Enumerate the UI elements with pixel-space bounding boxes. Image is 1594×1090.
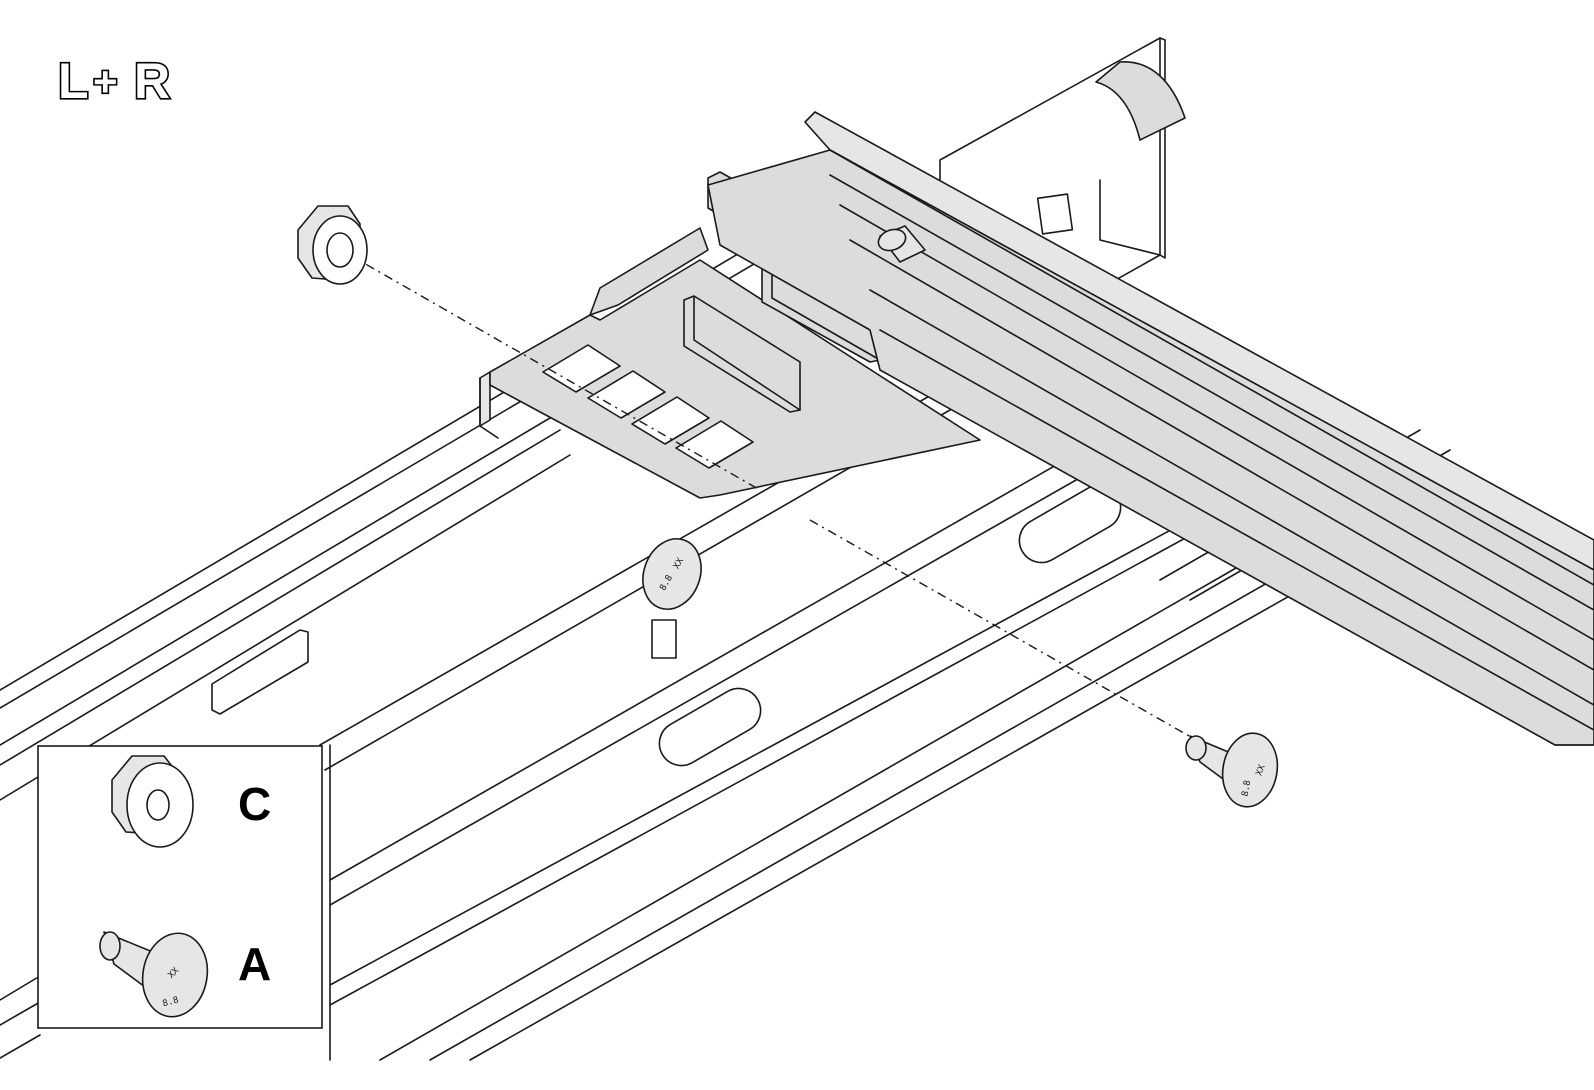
side-marker: L + R [56,51,171,110]
side-marker-plus: + [93,58,118,105]
rail-stud [877,225,926,263]
assembly-axis [347,253,1241,766]
carriage-bolt-exploded: XX 8.8 [1185,732,1279,808]
bolt-marking-logo: XX [1255,763,1268,777]
carriage-bolt-icon: XX 8.8 [99,931,209,1018]
parts-legend: C XX 8.8 A [37,745,323,1029]
frame-rails [0,169,1451,1061]
mounting-bracket [479,227,981,499]
flange-nut-exploded [297,205,368,285]
legend-letter-c: C [238,778,271,830]
side-marker-right: R [134,53,170,109]
legend-bolt-grade: 8.8 [162,995,180,1009]
rail-bolt-head: 8.8 XX [642,538,702,610]
top-channel-rail [707,111,1594,746]
flange-nut-icon [111,755,194,848]
legend-letter-a: A [238,938,271,990]
bracket-slots [542,344,754,469]
svg-text:XX: XX [672,556,686,571]
bolt-marking-grade: 8.8 [1241,780,1254,798]
side-marker-left: L [58,53,89,109]
